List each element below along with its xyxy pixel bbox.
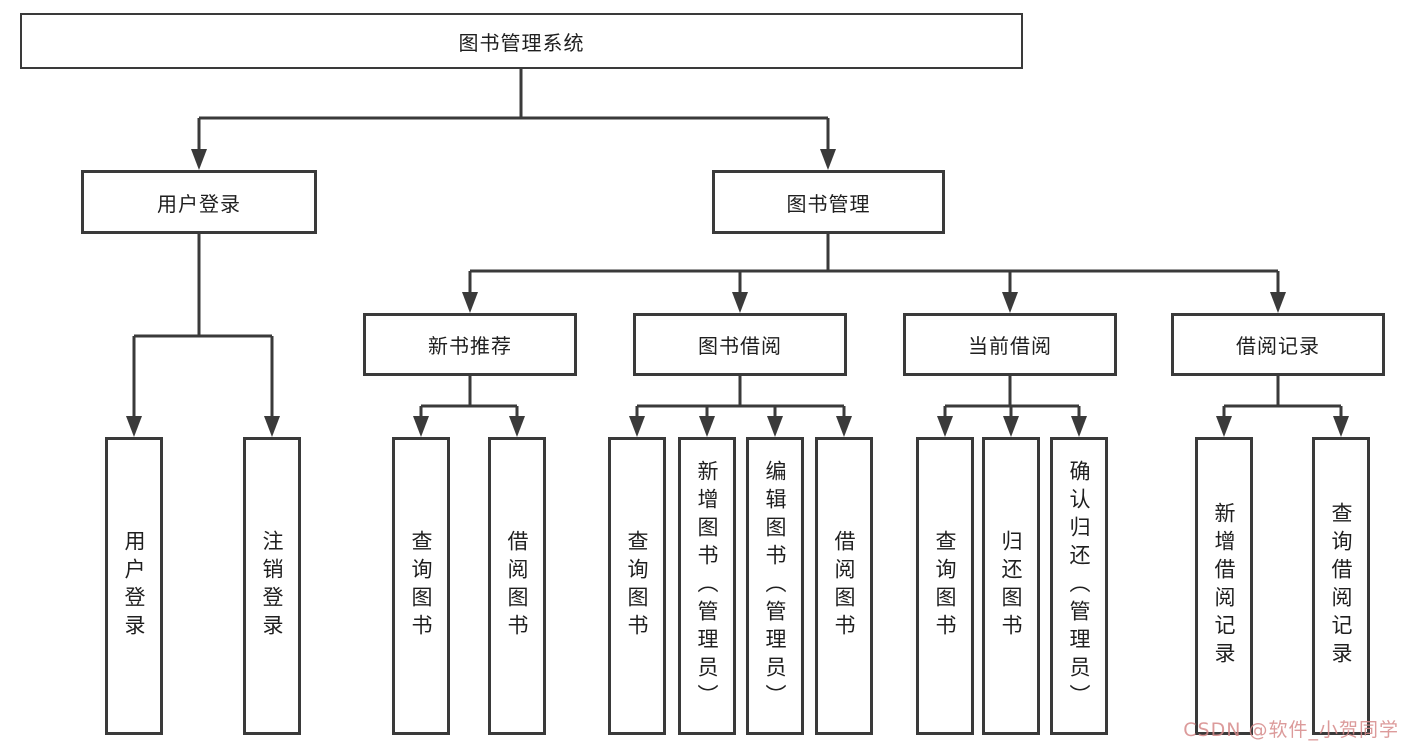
node-borrowing-records: 借阅记录 xyxy=(1171,313,1385,376)
node-current-borrowing: 当前借阅 xyxy=(903,313,1117,376)
connector-book-borrow-children xyxy=(629,376,852,437)
leaf-logout: 注销登录 xyxy=(243,437,301,735)
node-user-login: 用户登录 xyxy=(81,170,317,234)
connector-user-login-children xyxy=(126,234,280,437)
connector-current-borrow-children xyxy=(937,376,1087,437)
connector-borrow-records-children xyxy=(1216,376,1349,437)
leaf-query-books-3: 查询图书 xyxy=(916,437,974,735)
node-book-borrowing: 图书借阅 xyxy=(633,313,847,376)
leaf-borrow-books-1: 借阅图书 xyxy=(488,437,546,735)
leaf-return-books: 归还图书 xyxy=(982,437,1040,735)
leaf-add-borrow-record: 新增借阅记录 xyxy=(1195,437,1253,735)
connector-root-to-level2 xyxy=(191,69,836,170)
node-library-system: 图书管理系统 xyxy=(20,13,1023,69)
leaf-confirm-return-admin: 确认归还（管理员） xyxy=(1050,437,1108,735)
leaf-add-books-admin: 新增图书（管理员） xyxy=(678,437,736,735)
leaf-user-login: 用户登录 xyxy=(105,437,163,735)
node-book-management: 图书管理 xyxy=(712,170,945,234)
leaf-edit-books-admin: 编辑图书（管理员） xyxy=(746,437,804,735)
node-new-book-recommend: 新书推荐 xyxy=(363,313,577,376)
csdn-watermark: CSDN @软件_小贺同学 xyxy=(1183,719,1399,741)
leaf-query-books-2: 查询图书 xyxy=(608,437,666,735)
leaf-query-books-1: 查询图书 xyxy=(392,437,450,735)
connector-new-books-children xyxy=(413,376,525,437)
leaf-borrow-books-2: 借阅图书 xyxy=(815,437,873,735)
connector-book-mgmt-to-level3 xyxy=(462,234,1286,313)
leaf-query-borrow-record: 查询借阅记录 xyxy=(1312,437,1370,735)
